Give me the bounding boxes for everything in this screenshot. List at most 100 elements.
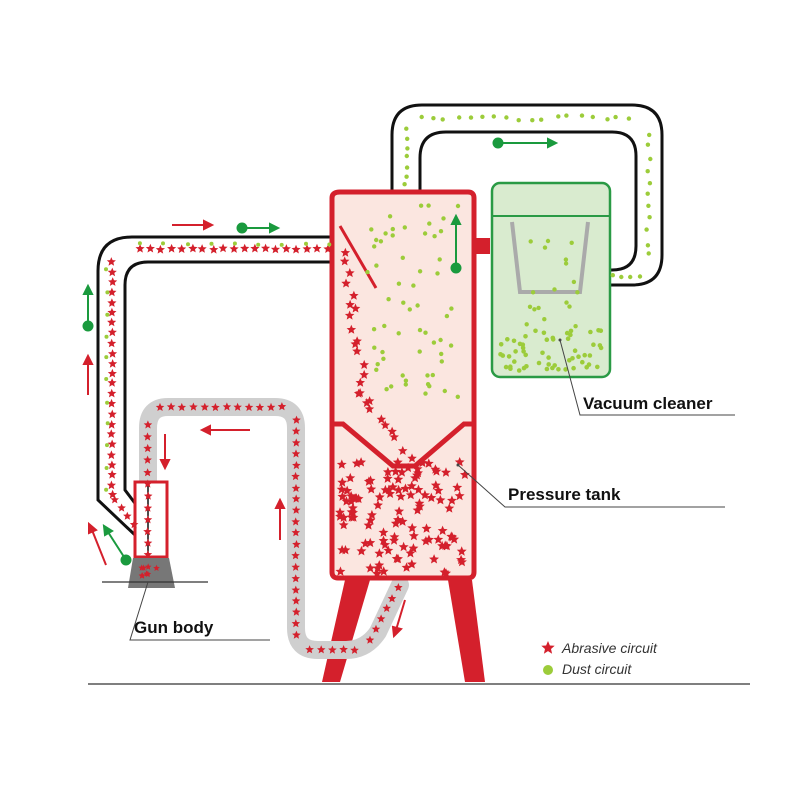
dust-dot	[104, 466, 109, 470]
dust-dot	[556, 367, 561, 372]
abrasive-star	[413, 484, 424, 494]
dust-dot	[564, 300, 569, 305]
dust-dot	[552, 363, 557, 368]
abrasive-star	[378, 535, 389, 545]
dust-dot	[546, 362, 551, 367]
abrasive-star	[374, 492, 385, 502]
dust-dot	[552, 287, 557, 292]
dust-dot	[544, 337, 550, 343]
dust-dot	[527, 304, 533, 309]
abrasive-star	[143, 550, 153, 559]
abrasive-star	[291, 426, 301, 435]
dust-dot	[587, 353, 593, 358]
abrasive-star	[340, 545, 351, 555]
dust-dot	[431, 340, 437, 345]
dust-dot	[539, 117, 544, 122]
dust-dot	[498, 352, 503, 357]
abrasive-star	[145, 243, 155, 253]
leader-lines	[129, 339, 735, 641]
abrasive-star	[138, 572, 146, 579]
abrasive-star	[380, 420, 390, 430]
abrasive-star	[365, 475, 376, 485]
abrasive-star	[398, 541, 409, 552]
abrasive-star	[106, 257, 116, 266]
abrasive-star	[383, 466, 393, 477]
abrasive-star	[407, 522, 418, 533]
abrasive-star	[344, 310, 355, 320]
abrasive-star	[143, 479, 152, 488]
abrasive-star	[107, 409, 117, 419]
abrasive-star	[412, 463, 423, 474]
abrasive-star	[460, 469, 470, 479]
dust-dot	[448, 343, 454, 348]
dust-hose	[390, 103, 664, 287]
abrasive-star	[266, 402, 276, 411]
dust-dot	[105, 400, 110, 405]
abrasive-star	[107, 388, 117, 398]
dust-dot	[530, 290, 536, 295]
abrasive-star	[292, 607, 301, 616]
dust-dot	[417, 349, 422, 354]
abrasive-star	[292, 438, 301, 447]
dust-dot	[423, 330, 428, 335]
abrasive-star	[107, 338, 117, 348]
abrasive-star	[188, 243, 198, 253]
abrasive-star	[317, 645, 326, 654]
abrasive-star	[167, 243, 177, 253]
abrasive-star	[305, 645, 314, 654]
abrasive-star	[440, 540, 451, 550]
abrasive-star	[441, 467, 451, 477]
dust-dot	[455, 394, 460, 399]
abrasive-star	[291, 574, 300, 583]
dust-dot	[468, 115, 474, 120]
abrasive-star	[107, 469, 117, 479]
abrasive-star	[382, 473, 393, 483]
dust-dot	[567, 304, 572, 309]
abrasive-star	[342, 485, 353, 495]
dust-dot	[544, 366, 550, 372]
abrasive-star	[107, 327, 117, 337]
abrasive-star	[359, 359, 369, 369]
dust-dot	[532, 307, 537, 312]
dust-dot	[619, 274, 624, 280]
dust-dot	[441, 216, 446, 221]
abrasive-star	[346, 512, 357, 522]
dust-dot	[390, 226, 395, 232]
dust-dot	[582, 352, 587, 358]
abrasive-star	[346, 491, 357, 501]
abrasive-star	[355, 377, 365, 387]
dust-dot	[440, 117, 445, 122]
tank-deflector	[338, 225, 378, 289]
vacuum-filter	[510, 221, 590, 294]
dust-dot	[374, 263, 379, 268]
dust-dot	[645, 142, 651, 147]
abrasive-star	[390, 518, 401, 528]
dust-dot	[517, 341, 523, 347]
vacuum-cleaner-label: Vacuum cleaner	[583, 394, 713, 413]
dust-dot	[105, 443, 109, 448]
green-dot-icon	[543, 665, 553, 675]
abrasive-star	[431, 466, 442, 476]
dust-dot	[563, 367, 568, 372]
abrasive-star	[397, 516, 408, 526]
abrasive-star	[393, 484, 404, 495]
dust-dot	[384, 387, 389, 392]
dust-dot	[389, 384, 394, 389]
legend-dust-label: Dust circuit	[562, 661, 632, 677]
dust-dot	[371, 327, 377, 332]
abrasive-star	[292, 415, 301, 424]
dust-dot	[104, 487, 109, 492]
dust-dot	[438, 337, 443, 343]
dust-dot	[449, 306, 454, 311]
dust-dot	[563, 257, 569, 262]
abrasive-star	[356, 545, 367, 556]
tank-connector	[474, 238, 490, 254]
abrasive-star	[291, 528, 301, 537]
abrasive-star	[457, 556, 467, 567]
dust-dot	[646, 203, 651, 208]
abrasive-star	[144, 570, 152, 577]
dust-dot	[386, 297, 391, 302]
abrasive-star	[424, 534, 434, 544]
abrasive-star	[376, 414, 387, 424]
abrasive-star	[107, 317, 117, 327]
